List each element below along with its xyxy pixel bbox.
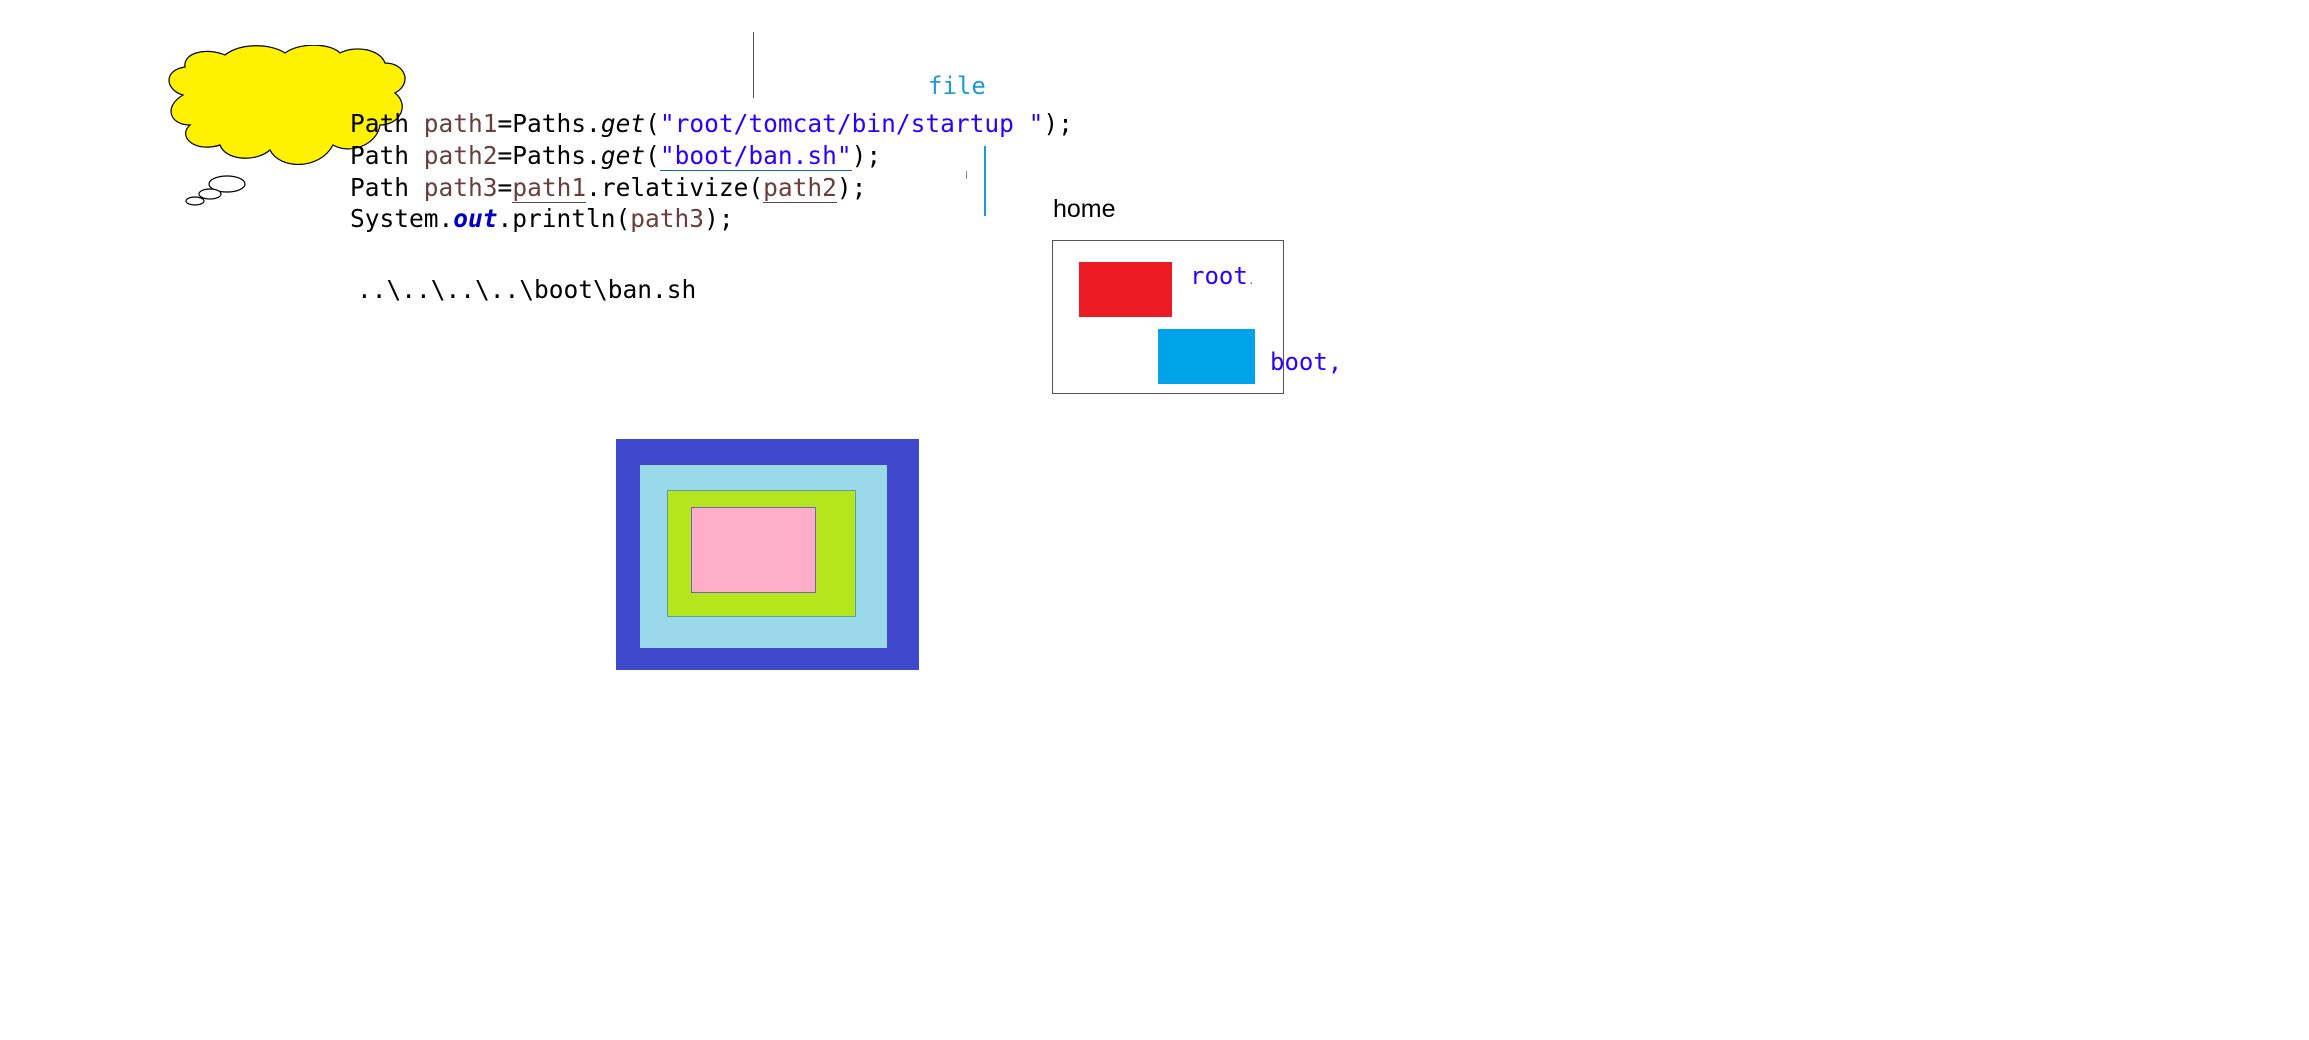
field-out: out	[453, 204, 498, 233]
code-token: (	[645, 109, 660, 138]
boot-mark: ,	[1327, 348, 1343, 376]
code-token: .println(	[497, 204, 631, 233]
code-token: =	[497, 173, 513, 202]
code-token: System.	[350, 204, 454, 233]
code-token: =Paths.	[497, 109, 601, 138]
vertical-divider	[753, 32, 754, 98]
variable-path1: path1	[512, 173, 587, 203]
root-mark: .	[1247, 273, 1256, 287]
root-label: root.	[1190, 262, 1255, 290]
code-line-3: Path path3=path1.relativize(path2);	[350, 172, 866, 204]
variable-path1: path1	[423, 109, 498, 138]
type-keyword: Path	[350, 141, 410, 170]
variable-path3: path3	[423, 173, 498, 202]
code-token: );	[704, 204, 734, 233]
program-output: ..\..\..\..\boot\ban.sh	[357, 275, 697, 304]
thought-cloud	[168, 45, 406, 206]
boot-folder-block	[1158, 329, 1255, 384]
code-line-4: System.out.println(path3);	[350, 203, 734, 235]
root-text: root	[1190, 262, 1248, 290]
root-folder-block	[1079, 262, 1172, 317]
code-token: (	[645, 141, 660, 170]
variable-path2: path2	[763, 173, 837, 203]
variable-path3: path3	[630, 204, 705, 233]
boot-label: boot,	[1270, 348, 1342, 376]
code-line-1: Path path1=Paths.get("root/tomcat/bin/st…	[350, 108, 1073, 140]
home-label: home	[1053, 195, 1116, 223]
type-keyword: Path	[350, 173, 410, 202]
code-token: .relativize(	[586, 173, 764, 202]
method-get: get	[600, 141, 646, 170]
file-label: file	[928, 72, 986, 100]
method-get: get	[600, 109, 646, 138]
tick-mark	[966, 171, 967, 179]
vertical-divider-blue	[984, 146, 986, 216]
code-token: );	[1043, 109, 1073, 138]
string-literal: "root/tomcat/bin/startup "	[659, 109, 1044, 138]
home-directory-box	[1052, 240, 1284, 394]
string-literal: "boot/ban.sh"	[659, 141, 852, 171]
code-token: );	[836, 173, 867, 202]
code-token: =Paths.	[497, 141, 601, 170]
nested-rect-inner	[691, 507, 816, 593]
code-token: );	[851, 141, 882, 170]
type-keyword: Path	[350, 109, 410, 138]
code-line-2: Path path2=Paths.get("boot/ban.sh");	[350, 140, 881, 172]
variable-path2: path2	[423, 141, 498, 170]
boot-text: boot	[1270, 348, 1328, 376]
